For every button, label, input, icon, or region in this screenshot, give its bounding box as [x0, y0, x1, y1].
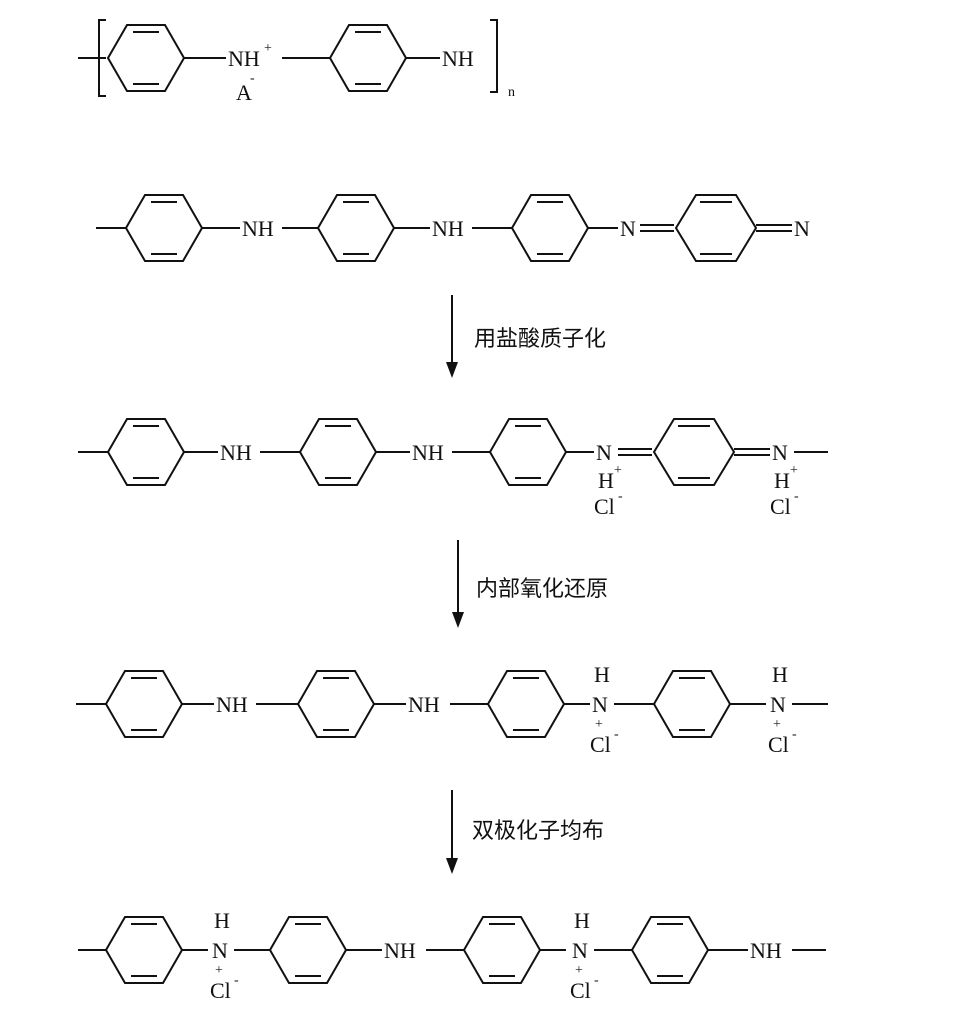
cl-label: Cl: [770, 494, 791, 519]
plus-sign: +: [614, 463, 622, 478]
plus-sign: +: [264, 41, 272, 56]
nh-label: NH: [384, 938, 416, 963]
cl-label: Cl: [570, 978, 591, 1003]
h-label: H: [598, 468, 614, 493]
cl-label: Cl: [594, 494, 615, 519]
nh-label: NH: [220, 440, 252, 465]
plus-sign: +: [215, 963, 223, 978]
quinoid-ring: [674, 194, 758, 262]
benzene-ring: [486, 670, 566, 738]
n-label: N: [794, 216, 810, 241]
minus-sign: -: [794, 489, 799, 504]
n-subscript: n: [508, 85, 515, 100]
minus-sign: -: [250, 71, 255, 86]
protonated-emeraldine: NH NH N H + Cl - N H + Cl: [78, 418, 828, 519]
benzene-ring: [462, 916, 542, 984]
n-label: N: [572, 938, 588, 963]
benzene-ring: [268, 916, 348, 984]
polymer-repeat-unit: NH + A - NH n: [78, 19, 515, 105]
benzene-ring: [510, 194, 590, 262]
benzene-ring: [106, 418, 186, 486]
minus-sign: -: [594, 973, 599, 988]
nh-label: NH: [408, 692, 440, 717]
minus-sign: -: [234, 973, 239, 988]
right-bracket: [490, 19, 498, 93]
minus-sign: -: [618, 489, 623, 504]
nh-label: NH: [228, 46, 260, 71]
n-label: N: [212, 938, 228, 963]
arrow-label: 用盐酸质子化: [474, 327, 606, 352]
benzene-ring: [652, 670, 732, 738]
cl-label: Cl: [210, 978, 231, 1003]
benzene-ring: [104, 916, 184, 984]
bipolaron-form: H N + Cl - NH H N + Cl - NH: [78, 908, 826, 1003]
benzene-ring: [316, 194, 396, 262]
arrow-label: 内部氧化还原: [476, 577, 608, 602]
reaction-arrow: 双极化子均布: [446, 790, 604, 874]
plus-sign: +: [575, 963, 583, 978]
nh-label: NH: [750, 938, 782, 963]
a-label: A: [236, 80, 252, 105]
n-label: N: [772, 440, 788, 465]
plus-sign: +: [595, 717, 603, 732]
benzene-ring: [328, 24, 408, 92]
n-label: N: [596, 440, 612, 465]
cl-label: Cl: [768, 732, 789, 757]
n-label: N: [592, 692, 608, 717]
minus-sign: -: [792, 727, 797, 742]
polaron-form: NH NH H N + Cl - H N + Cl -: [76, 662, 828, 757]
quinoid-ring: [652, 418, 736, 486]
plus-sign: +: [790, 463, 798, 478]
emeraldine-base: NH NH N N: [96, 194, 810, 262]
h-label: H: [214, 908, 230, 933]
n-label: N: [770, 692, 786, 717]
benzene-ring: [124, 194, 204, 262]
nh-label: NH: [412, 440, 444, 465]
benzene-ring: [104, 670, 184, 738]
benzene-ring: [488, 418, 568, 486]
h-label: H: [574, 908, 590, 933]
benzene-ring: [106, 24, 186, 92]
nh-label: NH: [242, 216, 274, 241]
plus-sign: +: [773, 717, 781, 732]
h-label: H: [774, 468, 790, 493]
nh-label: NH: [442, 46, 474, 71]
nh-label: NH: [432, 216, 464, 241]
h-label: H: [594, 662, 610, 687]
cl-label: Cl: [590, 732, 611, 757]
reaction-arrow: 内部氧化还原: [452, 540, 608, 628]
n-label: N: [620, 216, 636, 241]
benzene-ring: [298, 418, 378, 486]
benzene-ring: [296, 670, 376, 738]
arrow-label: 双极化子均布: [472, 819, 604, 844]
nh-label: NH: [216, 692, 248, 717]
benzene-ring: [630, 916, 710, 984]
minus-sign: -: [614, 727, 619, 742]
h-label: H: [772, 662, 788, 687]
reaction-arrow: 用盐酸质子化: [446, 295, 606, 378]
